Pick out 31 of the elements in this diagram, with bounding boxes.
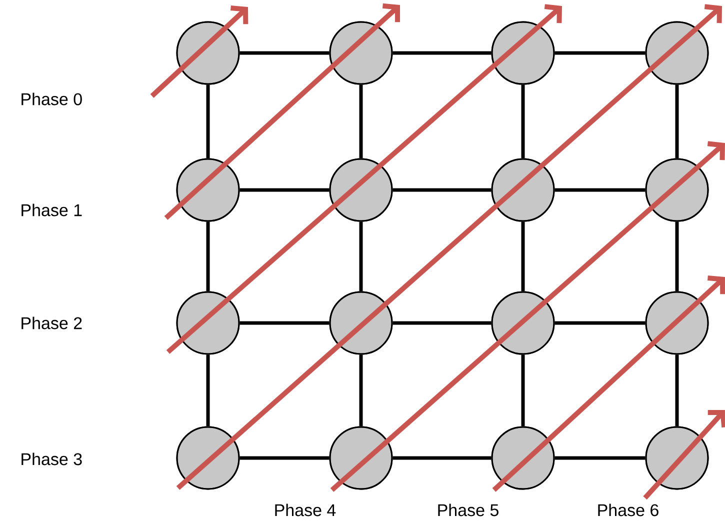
phase-label: Phase 3 bbox=[22, 452, 82, 466]
grid-line bbox=[392, 51, 492, 55]
grid-line bbox=[554, 51, 646, 55]
grid-line bbox=[392, 456, 492, 460]
grid-line bbox=[359, 222, 363, 292]
grid-line bbox=[359, 84, 363, 158]
phase-label: Phase 1 bbox=[22, 204, 82, 216]
phase-label: Phase 2 bbox=[22, 316, 82, 330]
grid-line bbox=[392, 188, 492, 192]
grid-line bbox=[554, 321, 646, 325]
grid-line bbox=[240, 456, 330, 460]
grid-line bbox=[675, 354, 679, 426]
grid-line bbox=[206, 354, 210, 426]
grid-line bbox=[206, 222, 210, 292]
grid-line bbox=[359, 354, 363, 426]
grid-line bbox=[675, 222, 679, 292]
grid-line bbox=[240, 321, 330, 325]
phase-label: Phase 0 bbox=[22, 92, 82, 106]
phase-label: Phase 5 bbox=[438, 504, 498, 516]
grid-line bbox=[521, 222, 525, 292]
grid-line bbox=[240, 188, 330, 192]
grid-line bbox=[521, 354, 525, 426]
grid-line bbox=[392, 321, 492, 325]
phase-label: Phase 6 bbox=[598, 504, 658, 516]
grid-line bbox=[240, 51, 330, 55]
grid-line bbox=[554, 456, 646, 460]
grid-line bbox=[206, 84, 210, 158]
grid-line bbox=[675, 84, 679, 158]
grid-line bbox=[554, 188, 646, 192]
grid-line bbox=[521, 84, 525, 158]
phase-label: Phase 4 bbox=[275, 504, 336, 516]
